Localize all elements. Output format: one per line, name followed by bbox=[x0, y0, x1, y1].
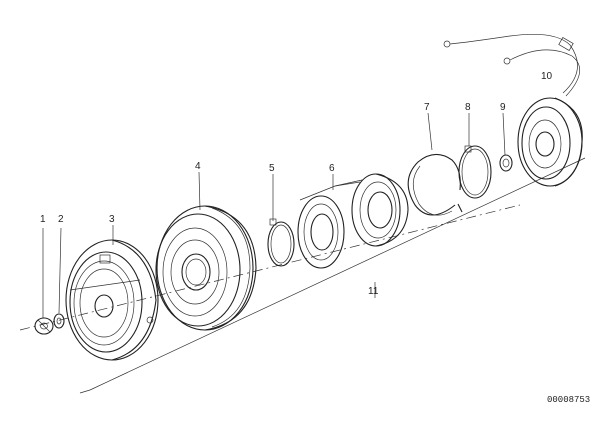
callout-1: 1 bbox=[40, 214, 46, 225]
callout-8: 8 bbox=[465, 102, 471, 113]
callout-9: 9 bbox=[500, 102, 506, 113]
callout-2: 2 bbox=[58, 214, 64, 225]
part-snap-ring-large bbox=[407, 153, 463, 216]
part-bearing bbox=[297, 173, 409, 269]
callout-7: 7 bbox=[424, 102, 430, 113]
callout-10: 10 bbox=[541, 71, 553, 82]
drawing-number: 00008753 bbox=[547, 395, 590, 405]
part-clutch-plate bbox=[65, 239, 159, 361]
part-pulley bbox=[155, 205, 257, 331]
part-snap-ring bbox=[458, 145, 492, 199]
part-magnetic-coil bbox=[443, 33, 583, 187]
callout-5: 5 bbox=[269, 163, 275, 174]
callout-labels: 1 2 3 4 5 6 7 8 9 10 11 bbox=[40, 71, 553, 297]
callout-3: 3 bbox=[109, 214, 115, 225]
part-nut bbox=[34, 317, 54, 335]
callout-6: 6 bbox=[329, 163, 335, 174]
part-washer bbox=[53, 313, 65, 329]
part-retaining-ring bbox=[499, 154, 513, 172]
part-circlip-small bbox=[267, 218, 295, 267]
callout-4: 4 bbox=[195, 161, 201, 172]
assembly-baseline bbox=[19, 157, 586, 394]
leader-lines bbox=[42, 112, 506, 318]
callout-11: 11 bbox=[368, 286, 379, 297]
